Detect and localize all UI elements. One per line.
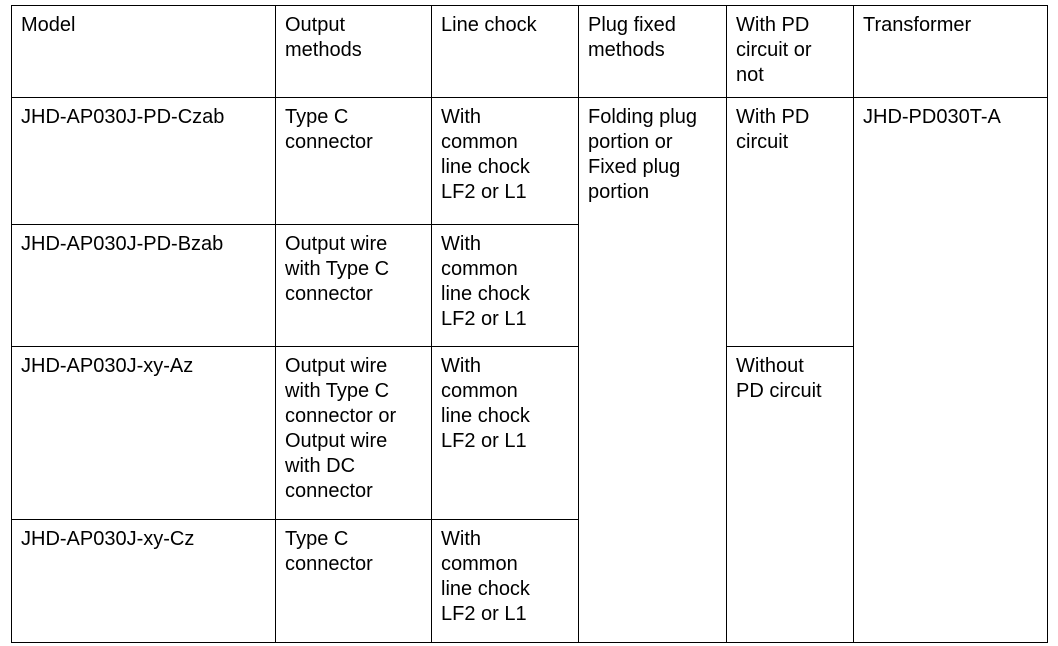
table-row: JHD-AP030J-PD-Czab Type C connector With…: [11, 97, 1048, 643]
cell-output-methods: Type C connector: [275, 519, 432, 643]
model-specification-table: Model Output methods Line chock Plug fix…: [11, 5, 1048, 643]
cell-line-chock: With common line chock LF2 or L1: [431, 519, 579, 643]
cell-plug-fixed-methods: Folding plug portion or Fixed plug porti…: [578, 97, 727, 643]
cell-line-chock: With common line chock LF2 or L1: [431, 97, 579, 225]
column-header-transformer: Transformer: [853, 5, 1048, 98]
table-row: JHD-AP030J-xy-Cz Type C connector With c…: [11, 519, 1048, 643]
column-header-plug-fixed-methods: Plug fixed methods: [578, 5, 727, 98]
cell-without-pd-circuit: Without PD circuit: [726, 346, 854, 643]
cell-output-methods: Type C connector: [275, 97, 432, 225]
cell-output-methods: Output wire with Type C connector: [275, 224, 432, 347]
column-header-with-pd-circuit-or-not: With PD circuit or not: [726, 5, 854, 98]
column-header-model: Model: [11, 5, 276, 98]
cell-line-chock: With common line chock LF2 or L1: [431, 346, 579, 520]
table-row: JHD-AP030J-xy-Az Output wire with Type C…: [11, 346, 1048, 643]
cell-model: JHD-AP030J-PD-Bzab: [11, 224, 276, 347]
table-row: JHD-AP030J-PD-Bzab Output wire with Type…: [11, 224, 1048, 347]
cell-model: JHD-AP030J-xy-Az: [11, 346, 276, 520]
cell-transformer: JHD-PD030T-A: [853, 97, 1048, 643]
cell-output-methods: Output wire with Type C connector or Out…: [275, 346, 432, 520]
cell-model: JHD-AP030J-PD-Czab: [11, 97, 276, 225]
table-header-row: Model Output methods Line chock Plug fix…: [11, 5, 1048, 98]
column-header-line-chock: Line chock: [431, 5, 579, 98]
cell-model: JHD-AP030J-xy-Cz: [11, 519, 276, 643]
cell-line-chock: With common line chock LF2 or L1: [431, 224, 579, 347]
column-header-output-methods: Output methods: [275, 5, 432, 98]
cell-with-pd-circuit: With PD circuit: [726, 97, 854, 347]
